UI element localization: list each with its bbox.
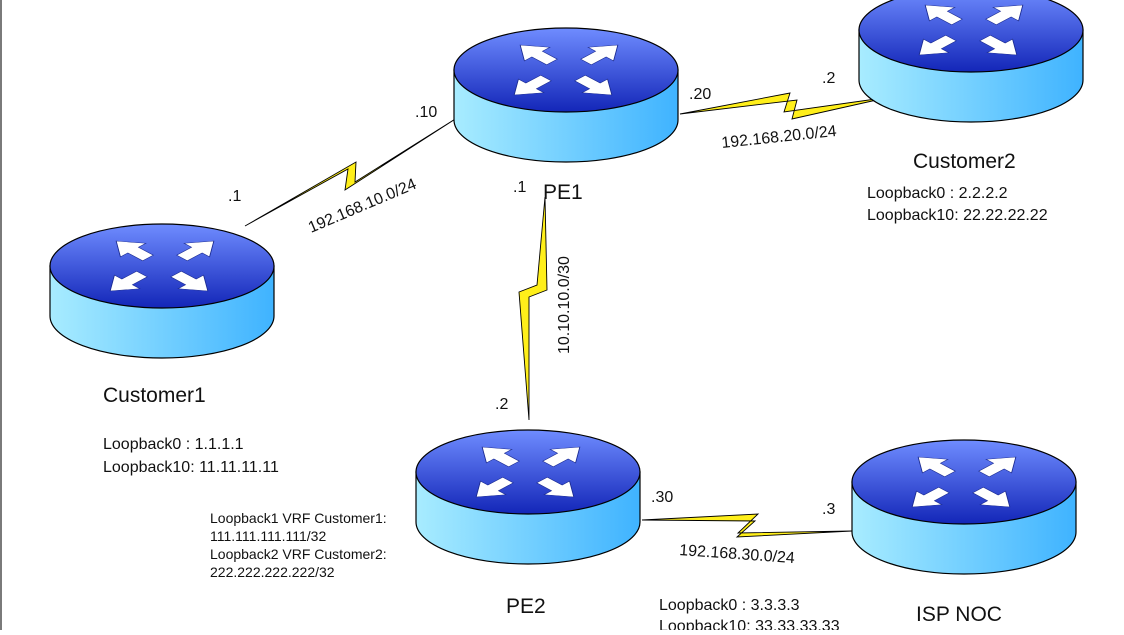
pe2-loopback1-vrf: Loopback1 VRF Customer1: bbox=[210, 510, 387, 526]
router-customer2-name: Customer2 bbox=[913, 150, 1016, 173]
network-label-pe1-pe2: 10.10.10.0/30 bbox=[556, 256, 573, 354]
pe1-customer1-interface-ip: .10 bbox=[415, 104, 437, 121]
router-pe2-name: PE2 bbox=[506, 595, 546, 618]
pe2-loopback2-address: 222.222.222.222/32 bbox=[210, 564, 335, 580]
pe2-loopback1-address: 111.111.111.111/32 bbox=[210, 528, 326, 544]
link-pe1-pe2-icon bbox=[518, 196, 548, 421]
network-label-pe2-isp: 192.168.30.0/24 bbox=[679, 542, 796, 567]
pe1-customer2-interface-ip: .20 bbox=[689, 86, 711, 103]
customer2-loopback10: Loopback10: 22.22.22.22 bbox=[867, 207, 1048, 224]
network-label-pe1-customer2: 192.168.20.0/24 bbox=[721, 123, 838, 152]
router-customer1-icon[interactable] bbox=[50, 224, 274, 358]
router-pe2-icon[interactable] bbox=[416, 430, 640, 564]
link-pe1-customer2-icon bbox=[679, 92, 891, 120]
customer1-loopback0: Loopback0 : 1.1.1.1 bbox=[103, 436, 244, 453]
customer2-loopback0: Loopback0 : 2.2.2.2 bbox=[867, 185, 1008, 202]
router-pe1-name: PE1 bbox=[543, 181, 583, 204]
customer2-interface-ip: .2 bbox=[822, 70, 835, 87]
isp-noc-loopback10: Loopback10: 33.33.33.33 bbox=[659, 618, 840, 630]
pe2-isp-interface-ip: .30 bbox=[651, 489, 673, 506]
router-customer1-name: Customer1 bbox=[103, 384, 206, 407]
pe1-pe2-interface-ip: .1 bbox=[513, 179, 526, 196]
router-isp-noc-name: ISP NOC bbox=[916, 603, 1002, 626]
customer1-interface-ip: .1 bbox=[228, 188, 241, 205]
pe2-pe1-interface-ip: .2 bbox=[495, 396, 508, 413]
isp-interface-ip: .3 bbox=[822, 501, 835, 518]
router-customer2-icon[interactable] bbox=[859, 0, 1083, 122]
link-pe2-isp-icon bbox=[641, 513, 853, 538]
pe2-loopback2-vrf: Loopback2 VRF Customer2: bbox=[210, 546, 387, 562]
customer1-loopback10: Loopback10: 11.11.11.11 bbox=[103, 459, 279, 476]
network-label-pe1-customer1: 192.168.10.0/24 bbox=[306, 176, 419, 237]
router-isp-noc-icon[interactable] bbox=[852, 440, 1076, 574]
router-pe1-icon[interactable] bbox=[454, 28, 678, 162]
isp-noc-loopback0: Loopback0 : 3.3.3.3 bbox=[659, 597, 800, 614]
